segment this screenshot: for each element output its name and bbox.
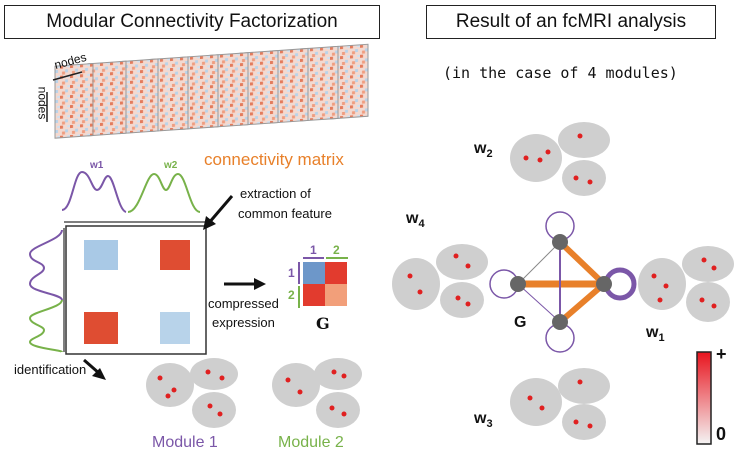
- w1-label: w1: [646, 324, 665, 345]
- compressed-line1: compressed: [208, 296, 279, 311]
- w2-brains: [510, 122, 610, 196]
- w2-vertical-curve: [28, 299, 63, 353]
- w4-label: w4: [406, 210, 425, 231]
- w4-brains: [392, 244, 488, 318]
- connectivity-matrix-label: connectivity matrix: [204, 150, 344, 169]
- compressed-line2: expression: [212, 315, 275, 330]
- w1-brains: [638, 246, 734, 322]
- factorized-matrix: [65, 225, 207, 355]
- extraction-arrow: [206, 195, 234, 225]
- nodes-x-axis: [52, 71, 83, 81]
- matrix-stack: [54, 43, 369, 139]
- left-title: Modular Connectivity Factorization: [46, 11, 338, 32]
- module1-label: Module 1: [152, 434, 218, 451]
- extraction-line1: extraction of: [240, 186, 311, 201]
- w1-small-label: w1: [90, 160, 104, 171]
- w2-small-label: w2: [164, 160, 178, 171]
- w2-curve: [127, 172, 201, 213]
- scale-plus-label: +: [716, 344, 727, 364]
- w3-label: w3: [474, 410, 493, 431]
- right-title: Result of an fcMRI analysis: [455, 11, 687, 32]
- w3-brains: [510, 368, 610, 440]
- w1-vertical-curve: [28, 229, 63, 301]
- g-idx-2: 2: [333, 243, 340, 257]
- module2-brains: [272, 358, 362, 428]
- w2-label: w2: [474, 140, 493, 161]
- g-idx-1: 1: [310, 243, 317, 257]
- module1-brains: [146, 358, 238, 428]
- g-idx-2-row: 2: [288, 288, 295, 302]
- scale-zero-label: 0: [716, 424, 727, 444]
- g-matrix: [298, 257, 348, 308]
- extraction-line2: common feature: [238, 206, 332, 221]
- module2-label: Module 2: [278, 434, 344, 451]
- right-title-box: Result of an fcMRI analysis: [426, 5, 716, 39]
- w1-curve: [61, 170, 127, 213]
- g-right-label: G: [514, 314, 527, 331]
- g-idx-1-row: 1: [288, 266, 295, 280]
- identification-label: identification: [14, 362, 87, 377]
- nodes-y-label: nodes: [35, 86, 50, 120]
- g-left-label: G: [316, 314, 330, 333]
- g-network: [489, 211, 637, 353]
- color-scale-bar: [696, 351, 712, 445]
- subtitle: (in the case of 4 modules): [443, 64, 678, 82]
- left-title-box: Modular Connectivity Factorization: [4, 5, 380, 39]
